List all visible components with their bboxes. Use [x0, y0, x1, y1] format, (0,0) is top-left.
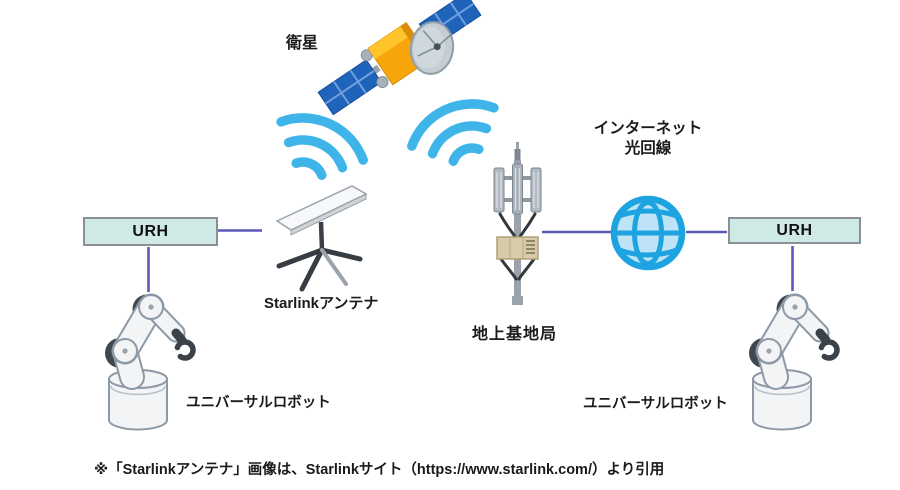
satellite-label: 衛星	[286, 35, 319, 52]
internet-label: インターネット 光回線	[573, 119, 723, 159]
robot-right-label: ユニバーサルロボット	[583, 396, 728, 412]
internet-label-line1: インターネット	[593, 120, 703, 137]
urh-right-label: URH	[776, 221, 813, 239]
robot-arm-right-icon	[749, 295, 837, 430]
cell-tower-icon	[493, 142, 542, 305]
ground-station-label: 地上基地局	[472, 326, 558, 343]
urh-left-box: URH	[83, 217, 218, 246]
internet-label-line2: 光回線	[624, 140, 672, 157]
wifi-signal-left-icon	[276, 113, 368, 180]
urh-left-label: URH	[132, 222, 169, 240]
footnote: ※「Starlinkアンテナ」画像は、Starlinkサイト（https://w…	[94, 462, 665, 478]
satellite-icon	[317, 0, 482, 116]
starlink-antenna-label: Starlinkアンテナ	[264, 295, 379, 312]
wifi-signal-right-icon	[407, 99, 499, 166]
robot-left-label: ユニバーサルロボット	[186, 395, 331, 411]
starlink-dish-icon	[275, 185, 368, 292]
urh-right-box: URH	[728, 217, 861, 244]
robot-arm-left-icon	[105, 295, 193, 430]
globe-icon	[610, 195, 686, 271]
